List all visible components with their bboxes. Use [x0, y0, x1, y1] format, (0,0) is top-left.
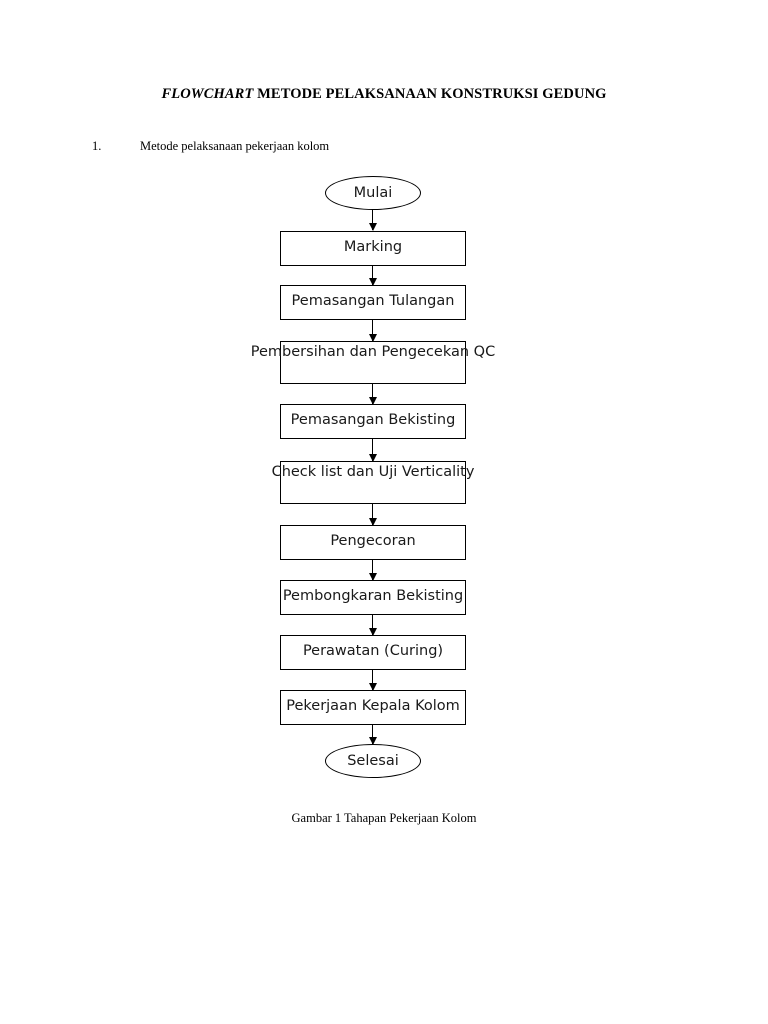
flowchart: Mulai Marking Pemasangan Tulangan Pember…: [251, 176, 495, 778]
flow-connector-3: [368, 384, 377, 405]
flow-node-pemasangan-bekisting: Pemasangan Bekisting: [280, 404, 466, 439]
flow-connector-0: [368, 209, 377, 231]
flow-node-pengecoran: Pengecoran: [280, 525, 466, 560]
flow-node-perawatan-curing: Perawatan (Curing): [280, 635, 466, 670]
figure-caption: Gambar 1 Tahapan Pekerjaan Kolom: [291, 811, 477, 825]
page-title: FLOWCHART METODE PELAKSANAAN KONSTRUKSI …: [0, 86, 768, 103]
flow-node-marking: Marking: [280, 231, 466, 266]
flow-node-label: Mulai: [353, 185, 393, 201]
flow-node-check-list-uji-verticality: Check list dan Uji Verticality: [272, 461, 474, 504]
list-item-number: 1.: [92, 139, 102, 153]
flow-node-label: Check list dan Uji Verticality: [271, 464, 475, 480]
flow-node-pembongkaran-bekisting: Pembongkaran Bekisting: [280, 580, 466, 615]
flow-node-label: Selesai: [347, 753, 399, 769]
flow-node-label: Pengecoran: [330, 533, 416, 549]
page-title-italic: FLOWCHART: [161, 86, 254, 102]
flow-connector-7: [368, 615, 377, 636]
flow-node-label: Pemasangan Bekisting: [290, 412, 456, 428]
flow-connector-6: [368, 560, 377, 581]
flow-connector-5: [368, 504, 377, 526]
flow-node-label: Perawatan (Curing): [302, 643, 444, 659]
list-item-label: Metode pelaksanaan pekerjaan kolom: [140, 139, 330, 153]
flow-connector-2: [368, 320, 377, 342]
flow-node-label: Marking: [343, 239, 403, 255]
flow-node-label: Pemasangan Tulangan: [291, 293, 455, 309]
flow-connector-4: [368, 439, 377, 462]
list-item: 1. Metode pelaksanaan pekerjaan kolom: [92, 139, 652, 154]
flow-node-label: Pembongkaran Bekisting: [282, 588, 464, 604]
flow-connector-8: [368, 670, 377, 691]
flow-node-selesai: Selesai: [325, 744, 421, 778]
flow-node-label: Pekerjaan Kepala Kolom: [286, 698, 460, 714]
page-title-rest: METODE PELAKSANAAN KONSTRUKSI GEDUNG: [253, 86, 607, 102]
flow-node-pekerjaan-kepala-kolom: Pekerjaan Kepala Kolom: [280, 690, 466, 725]
flow-node-pemasangan-tulangan: Pemasangan Tulangan: [280, 285, 466, 320]
flow-connector-9: [368, 725, 377, 745]
flow-node-label: Pembersihan dan Pengecekan QC: [250, 344, 496, 360]
flow-connector-1: [368, 266, 377, 286]
flow-node-mulai: Mulai: [325, 176, 421, 210]
flow-node-pembersihan-pengecekan-qc: Pembersihan dan Pengecekan QC: [251, 341, 495, 384]
